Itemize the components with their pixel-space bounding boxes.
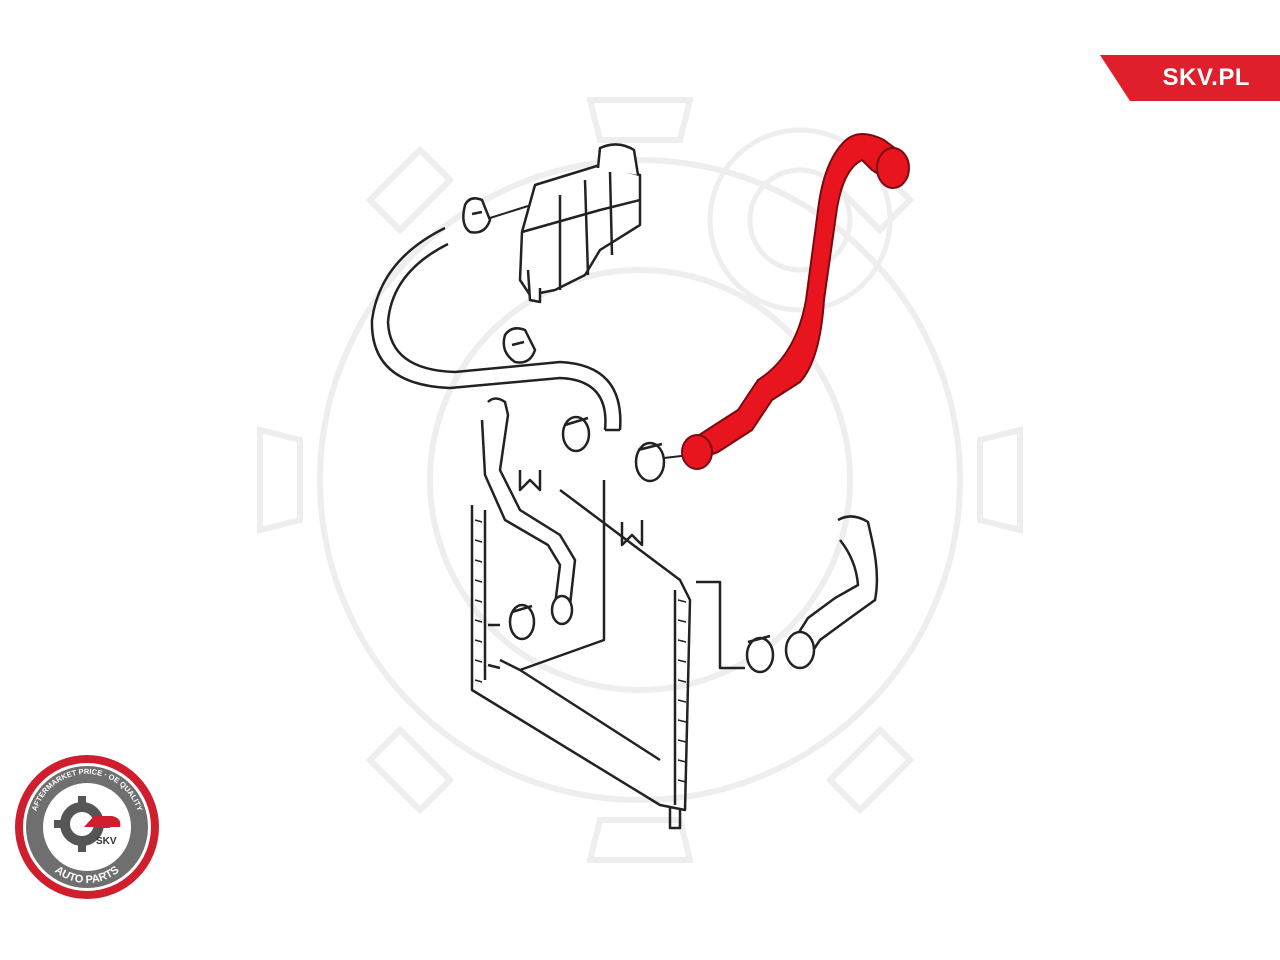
overflow-hose <box>370 226 622 432</box>
hose-clamp-lower-left <box>508 603 536 641</box>
badge-center-text: SKV <box>96 836 117 847</box>
leader-line <box>489 205 529 219</box>
lower-hose-right <box>784 515 879 670</box>
hose-clamp-right <box>561 415 591 453</box>
site-label: SKV.PL <box>1162 64 1250 91</box>
radiator <box>470 470 745 830</box>
radiator-fins <box>474 519 687 783</box>
lower-hose-left <box>480 397 577 626</box>
expansion-tank <box>518 143 642 304</box>
hose-clamp-upper <box>462 197 492 234</box>
brand-tab: SKV.PL <box>1100 55 1280 101</box>
radiator-hose-highlighted <box>681 133 910 470</box>
watermark-gear-small <box>707 127 893 313</box>
watermark-gear-large <box>257 97 1023 863</box>
hose-clamp-middle <box>502 327 537 364</box>
skv-auto-parts-badge: AFTERMARKET PRICE · OE QUALITY AUTO PART… <box>15 755 159 899</box>
hose-clamp-lower-right <box>745 634 775 674</box>
hose-clamp-top <box>634 441 666 483</box>
